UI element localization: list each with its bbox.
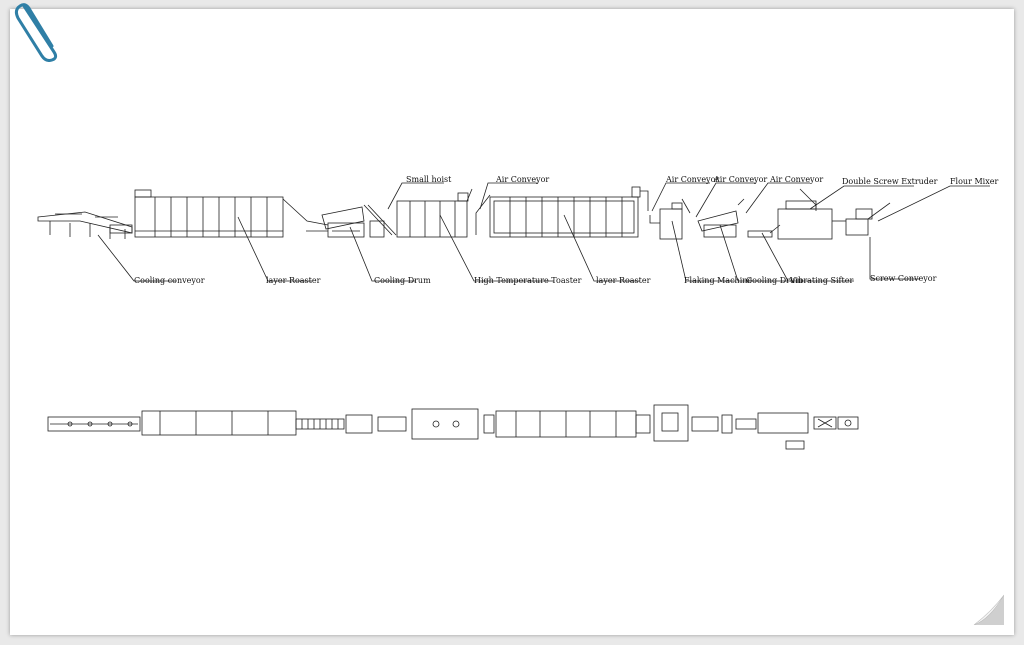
labels: Cooling conveyor layer Roaster Cooling D… [134, 175, 998, 285]
vibrating-sifter-drawing [747, 224, 781, 238]
flaking-machine-drawing [649, 198, 691, 240]
label-layer-roaster-2: layer Roaster [596, 276, 651, 285]
plan-view [47, 404, 859, 450]
elevation-view [37, 186, 891, 240]
high-temp-toaster-drawing [396, 188, 473, 238]
label-small-hoist: Small hoist [406, 175, 452, 184]
cooling-conveyor-drawing [37, 211, 133, 239]
label-layer-roaster-1: layer Roaster [266, 276, 321, 285]
page-curl-icon [973, 594, 1004, 625]
label-cooling-conveyor: Cooling conveyor [134, 276, 205, 285]
double-screw-extruder-drawing [777, 188, 846, 240]
paperclip-icon [14, 3, 58, 62]
air-conveyor-1-drawing [475, 194, 491, 235]
layer-roaster-2-drawing [489, 186, 649, 238]
leader-lines [97, 182, 990, 282]
production-line-diagram: Cooling conveyor layer Roaster Cooling D… [37, 175, 998, 450]
label-double-screw-extruder: Double Screw Extruder [842, 177, 938, 186]
label-air-conveyor-1: Air Conveyor [495, 175, 549, 184]
layer-roaster-1-drawing [134, 189, 329, 238]
label-air-conveyor-3: Air Conveyor [713, 175, 767, 184]
label-screw-conveyor: Screw Conveyor [870, 274, 937, 283]
drawing-sheet: Cooling conveyor layer Roaster Cooling D… [10, 9, 1014, 635]
label-cooling-drum-2: Cooling Drum [746, 276, 803, 285]
label-air-conveyor-2: Air Conveyor [665, 175, 719, 184]
cooling-drum-1-drawing [321, 206, 365, 238]
label-air-conveyor-4: Air Conveyor [769, 175, 823, 184]
label-flaking-machine: Flaking Machine [684, 276, 752, 285]
label-flour-mixer: Flour Mixer [950, 177, 998, 186]
label-vibrating-sifter: Vibrating Sifter [789, 276, 853, 285]
small-hoist-drawing [363, 204, 397, 238]
label-cooling-drum-1: Cooling Drum [374, 276, 431, 285]
label-high-temp-toaster: High Temperature Toaster [474, 276, 582, 285]
cooling-drum-2-drawing [697, 198, 745, 238]
flour-mixer-drawing [845, 202, 891, 236]
